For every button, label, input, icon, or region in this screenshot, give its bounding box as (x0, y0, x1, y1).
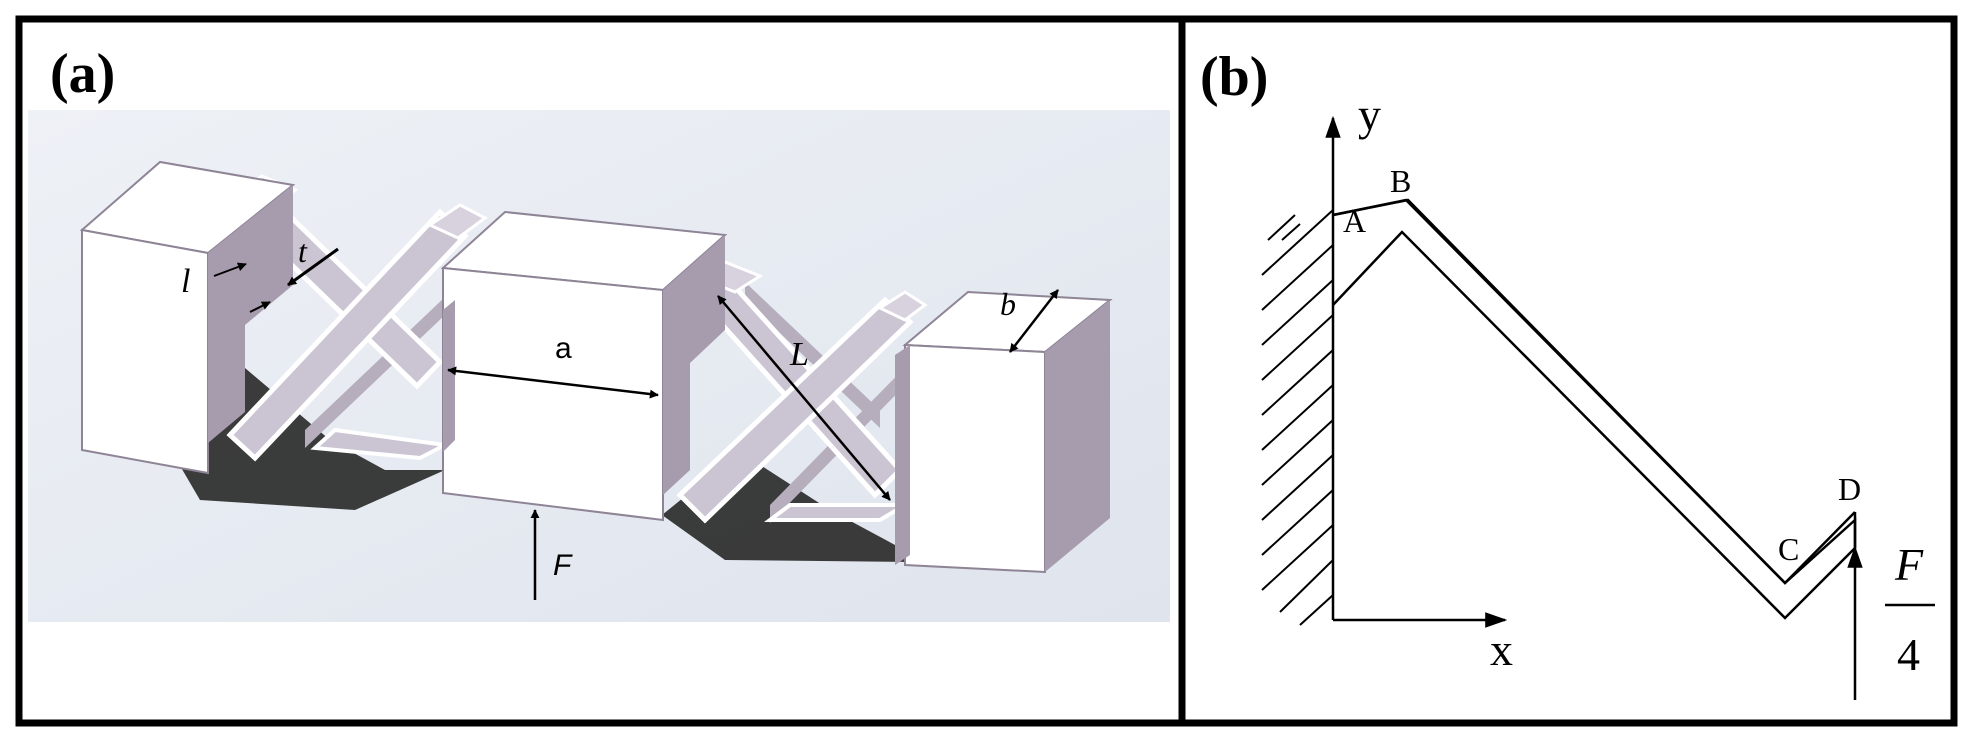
block-right (895, 290, 1113, 574)
fixed-wall-hatching (1261, 209, 1334, 626)
point-D-label: D (1838, 471, 1861, 507)
dim-b-line (1009, 289, 1059, 353)
panel-b: (b) y x A B (1200, 46, 1935, 700)
dim-l-arrow (213, 262, 247, 277)
y-axis-label: y (1358, 89, 1381, 140)
block-left-side (208, 185, 293, 443)
dim-t-arrow (287, 247, 339, 287)
dim-b-label: b (1000, 286, 1016, 322)
beam-right-3 (764, 503, 913, 522)
block-center-side (663, 235, 725, 495)
point-A-label: A (1343, 203, 1366, 239)
beam-left-2 (226, 208, 469, 462)
block-center (440, 210, 728, 522)
dim-L-label: L (789, 336, 809, 373)
block-left-front (81, 228, 209, 475)
force-label-a: F (553, 549, 573, 582)
dim-l-label: l (181, 263, 190, 300)
dim-l-arrow-2 (249, 301, 271, 313)
panel-a-label: (a) (50, 43, 115, 105)
point-B-label: B (1390, 163, 1411, 199)
force-label-b-denominator: 4 (1897, 629, 1920, 680)
block-center-front (442, 266, 664, 522)
block-right-front (904, 343, 1046, 574)
beam-path-bottom (1332, 230, 1856, 620)
force-label-b-numerator: F (1894, 539, 1924, 590)
dim-a-line (447, 366, 659, 399)
dim-a-label: a (555, 332, 572, 365)
panel-a: (a) (28, 43, 1170, 622)
block-left (79, 160, 296, 475)
block-right-side (1045, 300, 1110, 572)
dim-t-label: t (298, 233, 308, 269)
panel-b-label: (b) (1200, 46, 1268, 108)
beam-path-top (1332, 198, 1856, 585)
point-C-label: C (1778, 531, 1799, 567)
x-axis-label: x (1490, 624, 1513, 675)
dim-L-line (717, 295, 891, 501)
